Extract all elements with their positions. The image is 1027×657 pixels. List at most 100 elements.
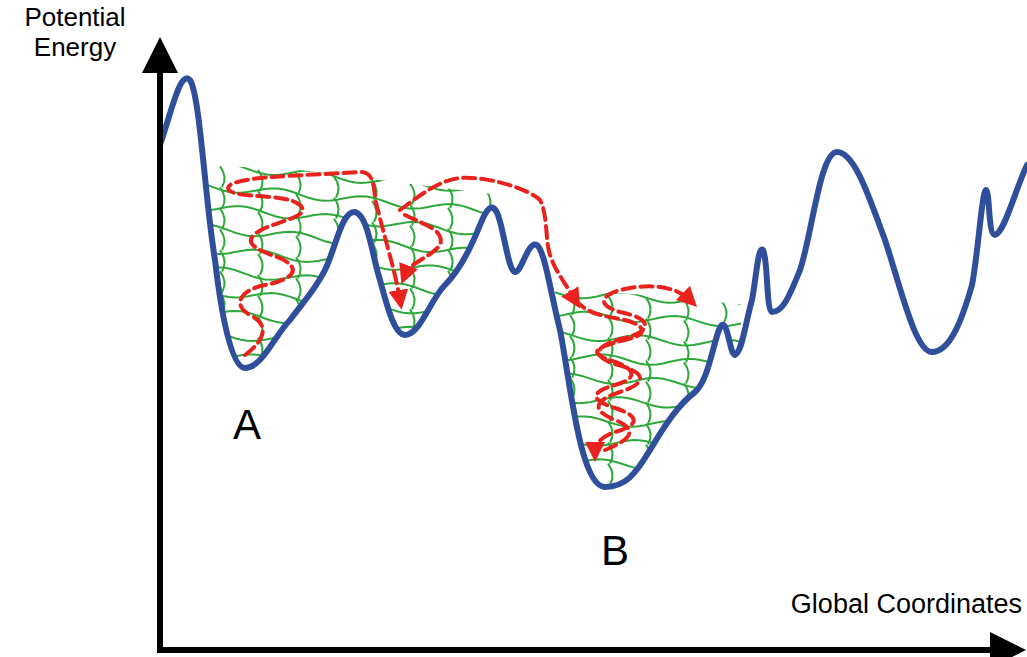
mesh-line xyxy=(220,187,225,208)
mesh-line xyxy=(684,488,689,509)
mesh-line xyxy=(410,372,415,393)
mesh-line xyxy=(334,345,339,366)
mesh-line xyxy=(372,390,377,411)
mesh-line xyxy=(722,469,727,490)
mesh-line xyxy=(258,170,263,191)
mesh-line xyxy=(646,508,651,529)
mesh-line xyxy=(296,383,301,404)
mesh-line xyxy=(410,351,415,372)
mesh-line xyxy=(220,208,225,229)
mesh-line xyxy=(258,254,263,275)
mesh-line xyxy=(722,364,727,385)
mesh-line xyxy=(258,191,263,212)
minimum-label: B xyxy=(590,528,640,574)
mesh-line xyxy=(296,341,301,362)
mesh-line xyxy=(296,215,301,236)
mesh-line xyxy=(448,376,453,397)
mesh-line xyxy=(608,506,613,527)
axis-title: Global Coordinates xyxy=(730,588,1022,620)
mesh-line xyxy=(684,467,689,488)
minimum-label: A xyxy=(222,402,272,448)
mesh-line xyxy=(296,278,301,299)
mesh-line xyxy=(570,504,575,525)
mesh-line xyxy=(296,236,301,257)
mesh-line xyxy=(220,250,225,271)
mesh-line xyxy=(684,446,689,467)
mesh-line xyxy=(486,400,491,421)
x-axis xyxy=(157,647,1008,653)
mesh-line xyxy=(570,462,575,483)
mesh-line xyxy=(334,324,339,345)
mesh-line xyxy=(684,320,689,341)
mesh-line xyxy=(486,358,491,379)
mesh-line xyxy=(448,250,453,271)
mesh-line xyxy=(570,357,575,378)
mesh-line xyxy=(372,327,377,348)
mesh-line xyxy=(205,290,499,321)
mesh-line xyxy=(486,316,491,337)
mesh-line xyxy=(334,198,339,219)
mesh-line xyxy=(555,417,741,432)
mesh-line xyxy=(372,285,377,306)
mesh-line xyxy=(448,229,453,250)
mesh-line xyxy=(372,369,377,390)
mesh-line xyxy=(646,319,651,340)
mesh-line xyxy=(205,329,499,362)
mesh-line xyxy=(486,295,491,316)
mesh-line xyxy=(372,348,377,369)
mesh-line xyxy=(410,204,415,225)
mesh-line xyxy=(410,267,415,288)
mesh-line xyxy=(448,334,453,355)
mesh-line xyxy=(646,487,651,508)
mesh-line xyxy=(448,397,453,418)
mesh-line xyxy=(684,299,689,320)
mesh-line xyxy=(296,320,301,341)
y-axis xyxy=(157,55,163,650)
mesh-line xyxy=(334,387,339,408)
mesh-line xyxy=(448,313,453,334)
mesh-line xyxy=(448,355,453,376)
mesh-line xyxy=(220,166,225,187)
mesh-line xyxy=(448,208,453,229)
mesh-line xyxy=(296,257,301,278)
mesh-line xyxy=(555,397,741,410)
mesh-line xyxy=(486,379,491,400)
mesh-line xyxy=(684,509,689,530)
mesh-line xyxy=(646,382,651,403)
mesh-line xyxy=(410,288,415,309)
axis-title: Potential Energy xyxy=(0,2,150,62)
mesh-line xyxy=(608,338,613,359)
mesh-line xyxy=(608,464,613,485)
mesh-line xyxy=(486,274,491,295)
mesh-line xyxy=(220,376,225,397)
mesh-line xyxy=(722,343,727,364)
mesh-line xyxy=(684,425,689,446)
mesh-line xyxy=(410,393,415,414)
mesh-line xyxy=(570,441,575,462)
mesh-line xyxy=(334,177,339,198)
mesh-line xyxy=(258,380,263,401)
mesh-line xyxy=(334,303,339,324)
mesh-line xyxy=(410,225,415,246)
mesh-line xyxy=(722,385,727,406)
mesh-line xyxy=(722,448,727,469)
mesh-line xyxy=(646,361,651,382)
green-mesh xyxy=(205,163,741,533)
mesh-line xyxy=(646,298,651,319)
mesh-line xyxy=(334,282,339,303)
trajectory-arrows xyxy=(228,172,690,452)
mesh-line xyxy=(486,232,491,253)
mesh-line xyxy=(646,340,651,361)
mesh-line xyxy=(220,229,225,250)
mesh-line xyxy=(555,312,741,327)
mesh-line xyxy=(646,466,651,487)
mesh-line xyxy=(486,337,491,358)
mesh-line xyxy=(372,306,377,327)
mesh-line xyxy=(608,317,613,338)
mesh-line xyxy=(448,187,453,208)
mesh-line xyxy=(258,296,263,317)
mesh-line xyxy=(646,403,651,424)
mesh-line xyxy=(205,372,499,400)
mesh-line xyxy=(684,341,689,362)
mesh-line xyxy=(570,336,575,357)
